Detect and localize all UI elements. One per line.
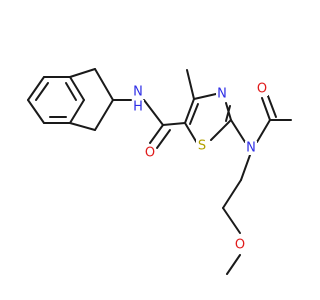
- bond: [230, 119, 246, 143]
- thiazole-nitrogen-label: N: [217, 87, 227, 102]
- bond: [94, 99, 114, 131]
- bonds: [27, 68, 292, 275]
- thiazole-nitrogen-label-bg: [216, 87, 228, 101]
- bond: [256, 119, 271, 143]
- bond: [69, 76, 85, 101]
- bond: [65, 82, 77, 101]
- bond: [27, 76, 45, 101]
- bond: [35, 82, 49, 101]
- bond: [27, 99, 45, 124]
- thiazole-sulfur-label: S: [198, 139, 206, 154]
- bond: [69, 122, 96, 131]
- carbonyl-oxygen-label-bg: [144, 146, 156, 160]
- thiazole-sulfur-label-bg: [196, 139, 208, 153]
- methoxy-oxygen-label: O: [235, 238, 245, 253]
- bond: [184, 122, 198, 144]
- bond: [186, 69, 195, 100]
- bond: [69, 68, 96, 78]
- bond: [69, 99, 85, 124]
- acetyl-nitrogen-label: N: [246, 141, 256, 156]
- methoxy-oxygen-label-bg: [234, 238, 246, 252]
- bond: [189, 103, 199, 125]
- bond: [261, 97, 271, 121]
- bond: [210, 119, 232, 141]
- acetyl-nitrogen-label-bg: [245, 141, 257, 155]
- bond: [267, 95, 277, 118]
- amide-nitrogen-label-bg: [132, 85, 144, 99]
- bond: [184, 98, 195, 124]
- amide-hydrogen-label-bg: [132, 100, 144, 114]
- bond: [149, 124, 164, 144]
- bond: [193, 93, 217, 100]
- carbonyl-oxygen-label: O: [145, 146, 155, 161]
- bond: [222, 179, 242, 209]
- acetyl-oxygen-label: O: [257, 82, 267, 97]
- bond: [94, 68, 114, 101]
- bond: [156, 129, 171, 149]
- acetyl-oxygen-label-bg: [256, 82, 268, 96]
- amide-nitrogen-label: N: [133, 85, 143, 100]
- bond: [222, 207, 241, 234]
- bond: [226, 254, 241, 275]
- amide-hydrogen-label: H: [133, 100, 143, 115]
- bond: [143, 99, 164, 126]
- bond: [240, 154, 251, 181]
- bond: [162, 122, 186, 126]
- bond: [225, 105, 231, 122]
